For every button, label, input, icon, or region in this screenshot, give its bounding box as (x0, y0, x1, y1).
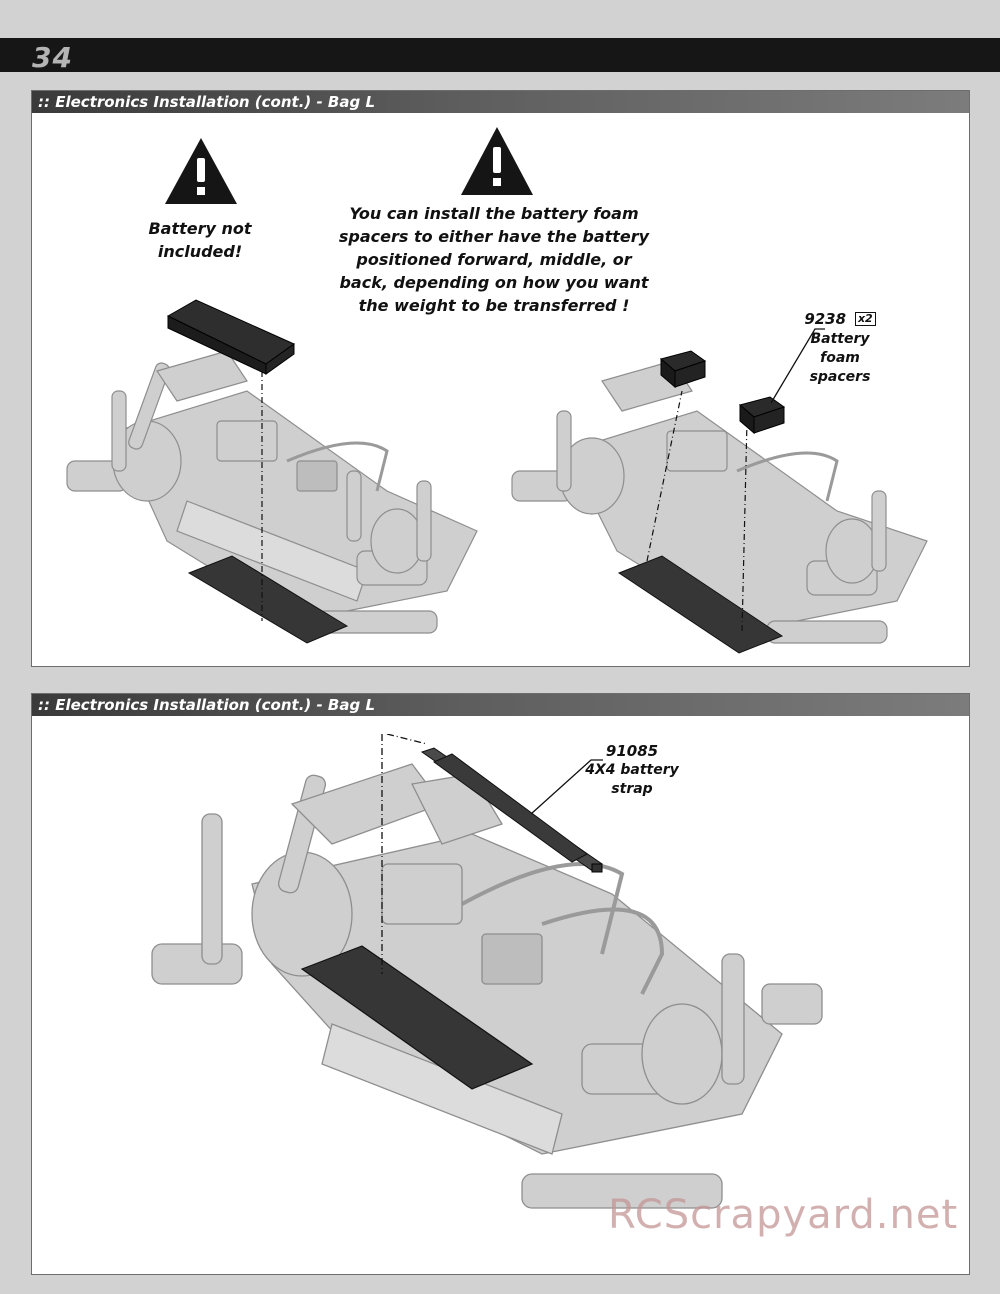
chassis-illustration-left (66, 350, 478, 644)
page-number: 34 (32, 41, 73, 74)
section-panel-2: :: Electronics Installation (cont.) - Ba… (31, 693, 970, 1275)
chassis-illustration-large (151, 734, 823, 1209)
section-panel-1: :: Electronics Installation (cont.) - Ba… (31, 90, 970, 667)
callout-leader (770, 328, 825, 404)
part-number: 91085 (605, 742, 659, 760)
part-label-line: foam (820, 350, 860, 366)
part-callout-9238: 9238 x2 Battery foam spacers (790, 310, 890, 387)
section-title: :: Electronics Installation (cont.) - Ba… (38, 696, 376, 714)
section-title-bar: :: Electronics Installation (cont.) - Ba… (32, 694, 969, 716)
foam-spacer (738, 396, 786, 435)
warning-icon (461, 127, 533, 195)
section-title: :: Electronics Installation (cont.) - Ba… (38, 93, 376, 111)
part-label-line: spacers (809, 369, 871, 385)
instruction-line: the weight to be transferred ! (358, 296, 630, 315)
battery-note-line: Battery not (148, 219, 252, 238)
battery-note: Battery not included! (120, 217, 280, 263)
watermark: RCScrapyard.net (608, 1192, 959, 1238)
instruction-line: back, depending on how you want (339, 273, 649, 292)
instruction-line: You can install the battery foam (349, 204, 639, 223)
callout-leader (530, 759, 603, 815)
battery-pack (166, 299, 295, 375)
part-number: 9238 (804, 310, 847, 328)
spacer-instructions: You can install the battery foam spacers… (304, 202, 684, 317)
page-header: 34 (0, 38, 1000, 74)
part-callout-91085: 91085 4X4 battery strap (567, 742, 697, 799)
foam-spacer (659, 350, 707, 389)
part-label-line: Battery (810, 331, 870, 347)
instruction-line: positioned forward, middle, or (356, 250, 632, 269)
battery-strap (420, 747, 603, 873)
part-label-line: strap (611, 781, 653, 797)
part-label-line: 4X4 battery (585, 762, 679, 778)
section-title-bar: :: Electronics Installation (cont.) - Ba… (32, 91, 969, 113)
battery-note-line: included! (157, 242, 243, 261)
quantity-badge: x2 (854, 312, 876, 326)
warning-icon (165, 138, 237, 204)
instruction-line: spacers to either have the battery (338, 227, 650, 246)
chassis-illustration-right (511, 360, 928, 654)
